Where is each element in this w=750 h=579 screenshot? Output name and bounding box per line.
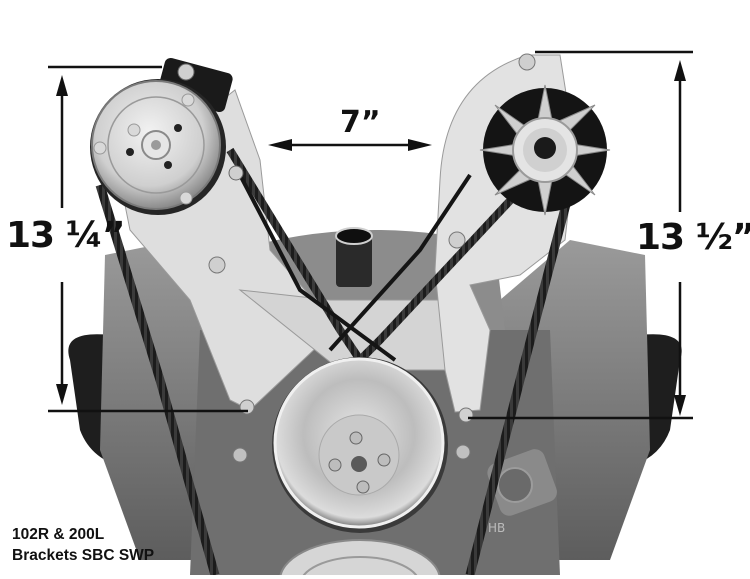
svg-text:HB: HB — [488, 521, 505, 535]
ac-compressor — [90, 57, 244, 215]
left-height-label: 13 ¼” — [6, 215, 126, 256]
water-pump-pulley — [272, 357, 448, 579]
center-width-label: 7” — [340, 105, 381, 140]
arrow-right-icon — [408, 139, 432, 151]
caption-line-2: Brackets SBC SWP — [12, 547, 155, 564]
arrow-down-icon — [674, 395, 686, 416]
arrow-up-icon — [674, 60, 686, 81]
product-caption: 102R & 200L Brackets SBC SWP — [12, 524, 154, 566]
arrow-down-icon — [56, 384, 68, 405]
arrow-left-icon — [268, 139, 292, 151]
caption-line-1: 102R & 200L — [12, 526, 105, 543]
dimension-lines — [48, 50, 693, 420]
arrow-up-icon — [56, 75, 68, 96]
right-height-label: 13 ½” — [636, 217, 750, 258]
alternator — [479, 84, 611, 216]
drive-belts — [95, 147, 580, 577]
